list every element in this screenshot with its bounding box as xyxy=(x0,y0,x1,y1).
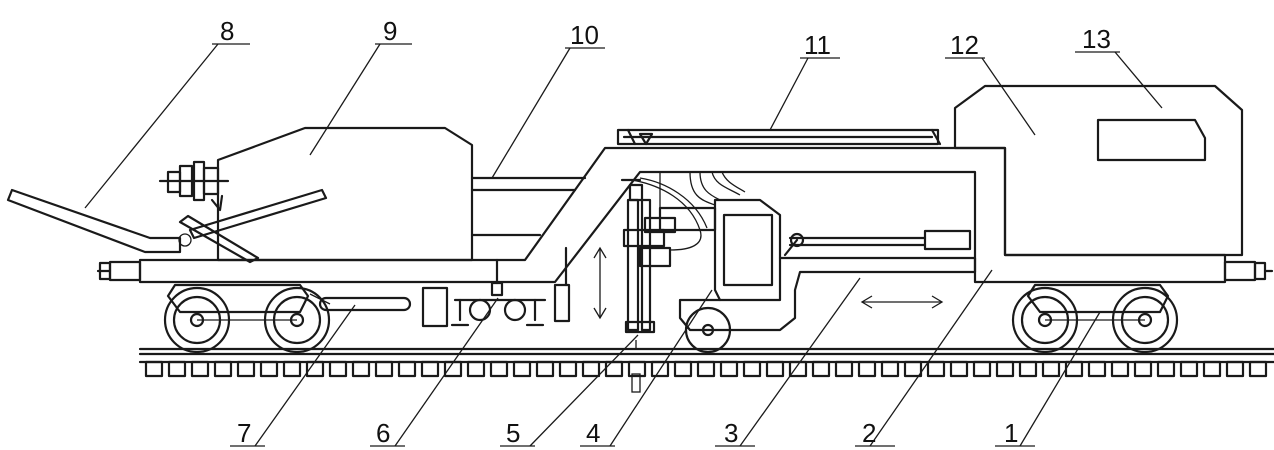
sleeper xyxy=(512,360,532,378)
callout-12: 12 xyxy=(950,30,979,60)
sleeper xyxy=(742,360,762,378)
left-bogie xyxy=(163,283,331,354)
sleeper xyxy=(995,360,1015,378)
sleeper xyxy=(650,360,670,378)
main-frame xyxy=(96,146,1274,284)
sleeper xyxy=(696,360,716,378)
sleeper xyxy=(558,360,578,378)
callout-2: 2 xyxy=(862,418,876,448)
sleeper xyxy=(1179,360,1199,378)
sleeper xyxy=(765,360,785,378)
callout-6: 6 xyxy=(376,418,390,448)
sleeper xyxy=(926,360,946,378)
work-head xyxy=(553,178,672,393)
callout-9: 9 xyxy=(383,16,397,46)
callout-11: 11 xyxy=(804,30,831,60)
working-cart xyxy=(678,229,977,354)
sleeper xyxy=(719,360,739,378)
sleeper xyxy=(604,360,624,378)
sleeper xyxy=(1087,360,1107,378)
sleeper xyxy=(857,360,877,378)
cab-window xyxy=(1096,118,1207,162)
right-bogie xyxy=(1011,283,1179,354)
callout-4: 4 xyxy=(586,418,600,448)
sleeper xyxy=(1133,360,1153,378)
callout-5: 5 xyxy=(506,418,520,448)
sleeper xyxy=(1110,360,1130,378)
sleeper xyxy=(443,360,463,378)
top-platform xyxy=(616,128,942,146)
sleeper xyxy=(972,360,992,378)
sleeper xyxy=(144,360,164,378)
sleeper xyxy=(811,360,831,378)
mechanism-assembly xyxy=(421,258,547,328)
sleeper xyxy=(880,360,900,378)
sleepers xyxy=(144,360,1268,378)
sleeper xyxy=(1018,360,1038,378)
link-rod xyxy=(309,293,412,312)
callout-labels: 1 2 3 4 5 6 7 8 9 10 11 12 13 xyxy=(220,16,1111,448)
left-housing xyxy=(158,126,474,262)
sleeper xyxy=(420,360,440,378)
callout-leaders xyxy=(84,43,1163,447)
callout-8: 8 xyxy=(220,16,234,46)
sleeper xyxy=(282,360,302,378)
sleeper xyxy=(351,360,371,378)
sleeper xyxy=(328,360,348,378)
sleeper xyxy=(535,360,555,378)
sleeper xyxy=(834,360,854,378)
sleeper xyxy=(259,360,279,378)
callout-13: 13 xyxy=(1082,24,1111,54)
sleeper xyxy=(903,360,923,378)
sleeper xyxy=(627,360,647,378)
sleeper xyxy=(1156,360,1176,378)
callout-7: 7 xyxy=(237,418,251,448)
sleeper xyxy=(466,360,486,378)
sleeper xyxy=(489,360,509,378)
arm-boom xyxy=(6,188,328,264)
sleeper xyxy=(1248,360,1268,378)
sleeper xyxy=(1225,360,1245,378)
rail-track xyxy=(138,347,1274,378)
power-unit xyxy=(643,198,782,302)
sleeper xyxy=(374,360,394,378)
sleeper xyxy=(788,360,808,378)
sleeper xyxy=(1202,360,1222,378)
sleeper xyxy=(397,360,417,378)
middle-support xyxy=(470,176,587,237)
sleeper xyxy=(581,360,601,378)
sleeper xyxy=(167,360,187,378)
sleeper xyxy=(190,360,210,378)
callout-10: 10 xyxy=(570,20,599,50)
sleeper xyxy=(213,360,233,378)
hydraulic-hoses xyxy=(631,171,746,251)
callout-3: 3 xyxy=(724,418,738,448)
sleeper xyxy=(236,360,256,378)
right-cab xyxy=(953,84,1244,257)
sleeper xyxy=(1041,360,1061,378)
callout-1: 1 xyxy=(1004,418,1018,448)
sleeper xyxy=(949,360,969,378)
sleeper xyxy=(673,360,693,378)
